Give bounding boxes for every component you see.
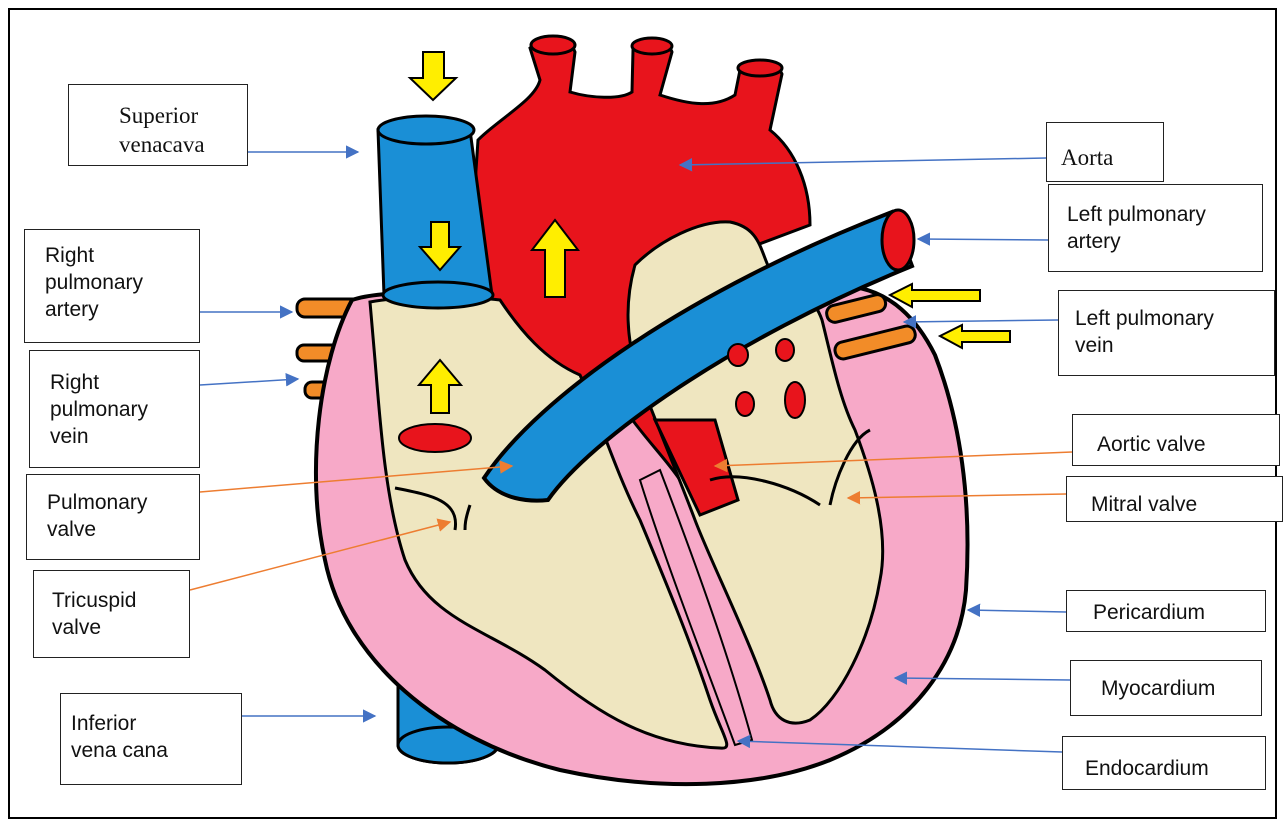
- label-tricuspid-valve: Tricuspid valve: [33, 570, 190, 658]
- label-endocardium: Endocardium: [1062, 736, 1266, 790]
- flow-arrow-left-lpv-lower: [940, 325, 1010, 348]
- label-right-pulmonary-artery: Right pulmonary artery: [24, 229, 200, 343]
- label-pulmonary-valve: Pulmonary valve: [26, 474, 200, 560]
- flow-arrow-left-lpv-upper: [890, 284, 980, 307]
- label-aortic-valve: Aortic valve: [1072, 414, 1280, 466]
- superior-vena-cava: [378, 116, 493, 308]
- label-right-pulmonary-vein: Right pulmonary vein: [29, 350, 200, 468]
- leader-left-pulmonary-artery: [918, 239, 1048, 240]
- leader-right-pulmonary-vein: [200, 379, 298, 385]
- label-myocardium: Myocardium: [1070, 660, 1262, 716]
- label-aorta: Aorta: [1046, 122, 1164, 182]
- label-pericardium: Pericardium: [1066, 590, 1266, 632]
- leader-pericardium: [968, 610, 1066, 612]
- label-left-pulmonary-artery: Left pulmonary artery: [1048, 184, 1263, 272]
- label-inferior-vena-cava: Inferior vena cana: [60, 693, 242, 785]
- label-mitral-valve: Mitral valve: [1066, 476, 1283, 522]
- label-left-pulmonary-vein: Left pulmonary vein: [1058, 290, 1275, 376]
- leader-left-pulmonary-vein: [904, 320, 1058, 322]
- label-superior-vena-cava: Superior venacava: [68, 84, 248, 166]
- flow-arrow-down-svc: [410, 52, 456, 100]
